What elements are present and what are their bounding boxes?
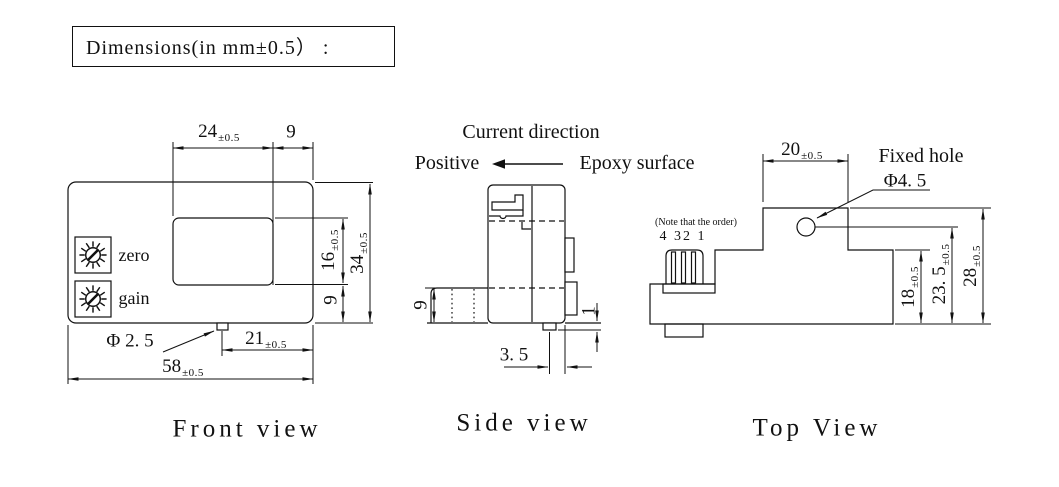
connector-pin-a [670,251,677,284]
dim-value: Φ 2. 5 [106,330,154,352]
title-box: Dimensions(in mm±0.5） : [72,26,395,67]
dim-value: 23. 5 [929,266,950,305]
front-pin [216,322,229,331]
epoxy-surface-label: Epoxy surface [579,152,695,174]
dim-value: 3. 5 [499,344,529,366]
dim-front-pin-diameter: Φ 2. 5 [106,332,153,351]
top-view-linework [649,154,991,338]
gain-pot-label: gain [118,288,150,308]
front-body-outline [67,181,314,324]
connector-base [662,283,716,294]
dim-front-top-offset: 9 [286,123,296,142]
front-dimension-lines [67,142,373,384]
dim-tolerance: ±0.5 [909,266,921,288]
hole-diameter-label: Φ4. 5 [883,170,927,192]
dim-front-total-width: 58±0.5 [162,357,204,379]
dim-value: 9 [320,295,342,305]
dim-side-flange-height: 9 [410,300,432,310]
dim-value: 16 [318,251,339,271]
side-pin-shoulder [542,322,557,331]
dim-value: 21 [245,328,265,349]
top-dimension-lines [762,154,991,325]
front-window-cutout [172,217,274,286]
dim-front-window-width: 24±0.5 [198,122,240,144]
dim-value: 24 [198,121,218,142]
side-view-label: Side view [456,409,592,437]
dim-top-tab-width: 20±0.5 [781,140,823,162]
side-bump-upper [564,237,575,273]
connector-pin-c [690,251,697,284]
dim-front-total-height: 34±0.5 [347,232,370,274]
dim-side-pin-shoulder: 1 [578,306,600,316]
zero-pot-icon [78,240,108,270]
dim-tolerance: ±0.5 [801,150,823,162]
gain-pot-icon [78,284,108,314]
side-view-linework [425,159,601,374]
dim-value: 1 [578,306,600,316]
connector-pin-b [680,251,687,284]
front-view-linework [67,142,373,384]
dim-front-pin-offset: 21±0.5 [245,329,287,351]
top-view-label: Top View [752,414,882,442]
top-bottom-tab [664,323,704,338]
dim-front-window-height: 16±0.5 [318,229,341,271]
dim-top-total-depth: 28±0.5 [960,245,983,287]
dim-value: 58 [162,356,182,377]
current-direction-label: Current direction [462,121,600,143]
current-direction-arrowhead [492,159,505,169]
dim-tolerance: ±0.5 [265,339,287,351]
dim-tolerance: ±0.5 [329,229,341,251]
zero-pot-label: zero [118,245,150,265]
fixed-hole-label: Fixed hole [878,145,964,167]
dim-front-bottom-height: 9 [320,295,342,305]
side-terminal-slot [491,194,524,211]
dim-tolerance: ±0.5 [182,367,204,379]
dim-side-pin-offset: 3. 5 [500,346,529,365]
pin-order-numbers: 4 32 1 [659,229,707,244]
dim-tolerance: ±0.5 [358,232,370,254]
zero-pot-frame [74,236,112,274]
dim-tolerance: ±0.5 [218,132,240,144]
dim-top-body-depth: 18±0.5 [898,266,921,308]
fixed-hole [796,217,816,237]
gain-pot-frame [74,280,112,318]
dim-value: 18 [898,288,919,308]
side-flange [430,287,488,323]
side-dimension-lines [425,287,601,374]
dim-value: 20 [781,139,801,160]
dim-tolerance: ±0.5 [940,243,952,266]
side-body-outline [487,184,566,324]
drawing-title: Dimensions(in mm±0.5） : [86,37,330,59]
pin-order-note: (Note that the order) [655,217,737,228]
dim-value: 28 [960,267,981,287]
dim-top-hole-depth: 23. 5±0.5 [929,243,952,305]
dim-value: 34 [347,254,368,274]
dim-tolerance: ±0.5 [971,245,983,267]
dim-value: 9 [286,121,296,143]
front-view-label: Front view [172,415,322,443]
connector-shell [665,249,704,284]
side-bump-lower [564,281,578,316]
positive-label: Positive [414,152,480,174]
dim-value: 9 [410,300,432,310]
